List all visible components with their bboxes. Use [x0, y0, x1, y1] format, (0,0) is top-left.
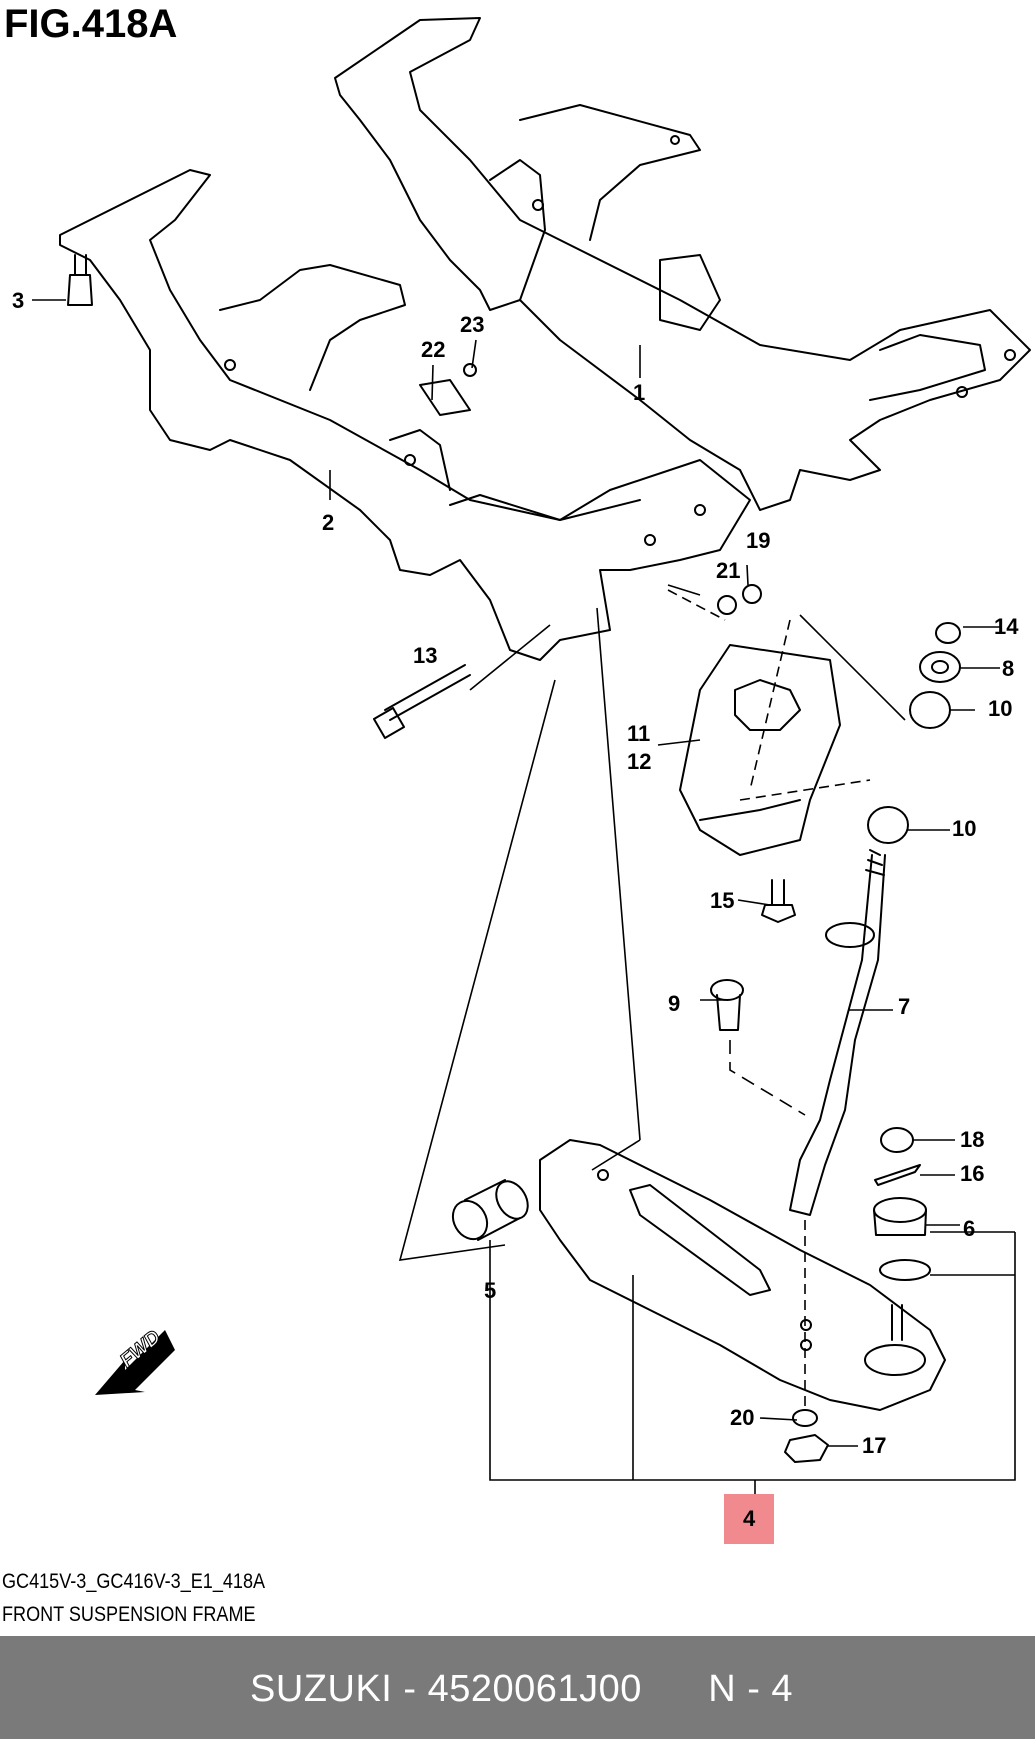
highlighted-part-badge[interactable]	[724, 1494, 774, 1544]
callout-19: 19	[746, 528, 771, 553]
stopper-9	[710, 979, 744, 1031]
callout-7: 7	[898, 994, 911, 1019]
nut-17	[784, 1434, 829, 1463]
clip-22	[419, 379, 471, 416]
footer-gap	[642, 1668, 708, 1710]
callout-21: 21	[716, 558, 741, 583]
bolt-15	[761, 879, 796, 923]
nut-19	[742, 584, 762, 604]
bolt-13	[372, 664, 471, 740]
callout-22: 22	[421, 337, 446, 362]
nut-14	[935, 622, 961, 644]
bushing-10-upper	[909, 691, 951, 729]
callout-12: 12	[627, 749, 652, 774]
bracket-11-12	[679, 644, 841, 856]
callout-16: 16	[960, 1161, 985, 1186]
footer-bar	[0, 1636, 1035, 1739]
footer-part-number: 4520061J00	[427, 1668, 642, 1710]
exploded-parts-diagram	[32, 17, 1031, 1494]
figure-code: GC415V-3_GC416V-3_E1_418A	[2, 1570, 266, 1593]
bolt-23	[463, 363, 477, 377]
callout-9: 9	[668, 991, 681, 1016]
boot-6	[873, 1197, 927, 1236]
ring	[879, 1259, 931, 1281]
bolt-3	[67, 254, 93, 306]
callout-23: 23	[460, 312, 485, 337]
cotter-pin-16	[874, 1164, 921, 1186]
bushing-5	[451, 1179, 529, 1241]
callout-20: 20	[730, 1405, 755, 1430]
stabilizer-rod-7	[789, 849, 886, 1216]
callout-17: 17	[862, 1433, 887, 1458]
washer-21	[717, 595, 737, 615]
frame-member-front	[59, 169, 751, 661]
callout-15: 15	[710, 888, 735, 913]
callout-14: 14	[994, 614, 1019, 639]
footer-label: SUZUKI - 4520061J00 N - 4	[250, 1668, 793, 1711]
bushing-10-lower	[867, 806, 909, 844]
fwd-arrow-icon	[95, 1330, 175, 1395]
washer-8	[919, 651, 961, 683]
callout-4: 4	[743, 1506, 756, 1531]
footer-separator: -	[392, 1668, 428, 1710]
callout-1: 1	[633, 380, 646, 405]
footer-page-ref: N - 4	[708, 1668, 794, 1710]
callout-11: 11	[627, 721, 651, 746]
callout-10-lower: 10	[952, 816, 977, 841]
callout-10-upper: 10	[988, 696, 1013, 721]
callout-18: 18	[960, 1127, 985, 1152]
frame-member-rear	[334, 17, 1031, 511]
callout-2: 2	[322, 510, 335, 535]
callout-3: 3	[12, 288, 25, 313]
callout-5: 5	[484, 1278, 497, 1303]
figure-caption: FRONT SUSPENSION FRAME	[2, 1603, 256, 1626]
callout-13: 13	[413, 643, 438, 668]
leader-lines	[32, 299, 1016, 1494]
callout-8: 8	[1002, 656, 1015, 681]
control-arm-4	[539, 1139, 946, 1411]
footer-brand: SUZUKI	[250, 1668, 393, 1710]
nut-18	[880, 1127, 914, 1153]
washer-20	[792, 1409, 818, 1427]
figure-title: FIG.418A	[4, 2, 178, 46]
callout-6: 6	[963, 1216, 976, 1241]
